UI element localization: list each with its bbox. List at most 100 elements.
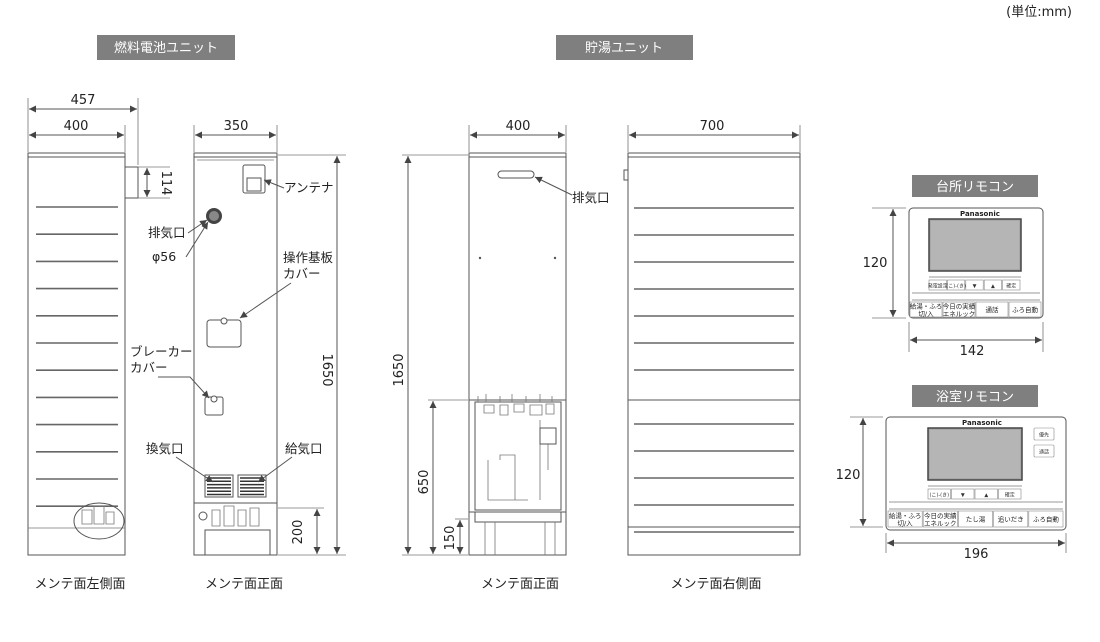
fc-height-dimension: 1650 [278, 154, 346, 556]
svg-text:1650: 1650 [392, 353, 407, 386]
fc-exhaust-height-dimension: 114 [138, 166, 173, 199]
fc-width-dimension: 350 [193, 119, 278, 152]
svg-text:200: 200 [291, 520, 306, 545]
bath-button-2: たし湯 [958, 510, 993, 528]
svg-text:120: 120 [863, 256, 888, 271]
svg-text:φ56: φ56 [152, 249, 176, 264]
kitchen-button-1-label-0: 今日の実績 [943, 301, 976, 310]
kitchen-button-3-label-0: ふろ自動 [1012, 305, 1039, 314]
hw-front-caption: メンテ面正面 [481, 577, 559, 592]
svg-text:114: 114 [158, 171, 173, 196]
fc-depth-dimension: 457 400 [27, 93, 139, 165]
hw-right-caption: メンテ面右側面 [670, 577, 761, 592]
kitchen-button-2-label-0: 通話 [986, 305, 1000, 314]
svg-text:142: 142 [960, 344, 985, 359]
intake-port-callout: 給気口 [257, 441, 323, 483]
svg-text:ブレーカー: ブレーカー [130, 344, 193, 359]
kitchen-button-3: ふろ自動 [1008, 301, 1042, 318]
svg-text:Panasonic: Panasonic [962, 419, 1002, 427]
svg-text:貯湯ユニット: 貯湯ユニット [585, 41, 663, 56]
fc-left-side-view [27, 152, 139, 556]
kitchen-small-button-2-label-0: ▼ [973, 284, 977, 290]
diameter-callout: φ56 [152, 221, 209, 264]
svg-text:カバー: カバー [130, 360, 168, 375]
fc-front-view [193, 152, 278, 556]
svg-text:400: 400 [64, 119, 89, 134]
svg-text:457: 457 [71, 93, 96, 108]
bath-button-1-label-0: 今日の実績 [924, 511, 957, 520]
bath-side-button-0: 優先 [1033, 427, 1055, 441]
bath-button-3-label-0: 追いだき [998, 515, 1024, 524]
svg-text:350: 350 [224, 119, 249, 134]
unit-note: (単位:mm) [1006, 4, 1072, 20]
svg-text:1650: 1650 [319, 353, 334, 386]
bath-button-0-label-0: 給湯・ふろ [889, 511, 922, 520]
svg-text:排気口: 排気口 [572, 190, 610, 205]
bath-width-dimension: 196 [885, 533, 1067, 562]
kitchen-width-dimension: 142 [908, 322, 1044, 359]
svg-text:台所リモコン: 台所リモコン [936, 180, 1014, 195]
bath-side-button-1-label: 通話 [1039, 449, 1049, 456]
svg-text:操作基板: 操作基板 [283, 250, 334, 265]
svg-text:150: 150 [443, 526, 458, 551]
kitchen-button-1-label-1: エネルック [943, 310, 976, 318]
svg-text:カバー: カバー [283, 266, 321, 281]
hw-right-side-view [623, 152, 801, 556]
svg-text:排気口: 排気口 [148, 225, 186, 240]
bath-button-3: 追いだき [993, 510, 1029, 528]
svg-text:燃料電池ユニット: 燃料電池ユニット [114, 40, 218, 56]
bath-button-0: 給湯・ふろ切/入 [887, 510, 923, 528]
svg-text:Panasonic: Panasonic [960, 210, 1000, 218]
hw-depth-dimension: 700 [627, 119, 801, 152]
kitchen-small-button-0-label-0: 発電設定 [928, 283, 948, 290]
bath-small-button-1: ▼ [951, 488, 975, 500]
svg-text:120: 120 [836, 468, 861, 483]
kitchen-remote-header: 台所リモコン [912, 175, 1038, 197]
fc-front-caption: メンテ面正面 [205, 577, 283, 592]
kitchen-button-2: 通話 [975, 301, 1009, 318]
bath-small-button-1-label-0: ▼ [961, 493, 965, 499]
bath-height-dimension: 120 [836, 416, 883, 528]
svg-text:浴室リモコン: 浴室リモコン [936, 389, 1014, 405]
kitchen-remote-drawing: Panasonic 発電設定(こ)-(き) ▼ ▲ 確定 給湯・ふろ切/入今日の実績エ… [908, 207, 1044, 319]
breaker-cover-callout: ブレーカー カバー [130, 344, 210, 399]
svg-text:換気口: 換気口 [146, 441, 184, 456]
kitchen-small-button-4-label-0: 確定 [1006, 283, 1016, 290]
kitchen-small-button-3: ▲ [983, 279, 1002, 291]
bath-side-button-0-label: 優先 [1039, 432, 1049, 439]
hw-base-height-dimension: 150 [443, 518, 468, 554]
antenna-callout: アンテナ [263, 179, 334, 195]
bath-small-button-3-label-0: 確定 [1005, 492, 1015, 499]
svg-text:700: 700 [700, 119, 725, 134]
bath-button-2-label-0: たし湯 [966, 515, 986, 524]
bath-small-button-0: (こ)-(き) [927, 488, 951, 500]
bath-button-4-label-0: ふろ自動 [1033, 515, 1060, 524]
bath-small-button-0-label-0: (こ)-(き) [929, 492, 949, 499]
svg-text:650: 650 [417, 470, 432, 495]
hw-width-dimension: 400 [468, 119, 567, 152]
svg-text:400: 400 [506, 119, 531, 134]
svg-text:196: 196 [964, 547, 989, 562]
bath-button-1-label-1: エネルック [924, 519, 957, 527]
bath-button-4: ふろ自動 [1028, 510, 1064, 528]
svg-text:アンテナ: アンテナ [284, 180, 334, 195]
hot-water-header: 貯湯ユニット [556, 35, 693, 60]
fc-base-height-dimension: 200 [278, 507, 324, 554]
hw-front-view [468, 152, 567, 556]
ventilation-port-callout: 換気口 [146, 441, 214, 483]
kitchen-button-0-label-1: 切/入 [918, 310, 934, 318]
kitchen-small-button-2: ▼ [965, 279, 984, 291]
svg-text:給気口: 給気口 [285, 441, 323, 456]
kitchen-small-button-0: 発電設定 [928, 279, 948, 291]
kitchen-button-0: 給湯・ふろ切/入 [909, 301, 943, 318]
control-board-cover-callout: 操作基板 カバー [239, 250, 334, 319]
hw-height-dimension: 1650 [392, 154, 468, 556]
kitchen-small-button-1-label-0: (こ)-(き) [946, 283, 966, 290]
bath-small-button-3: 確定 [998, 488, 1022, 500]
fuel-cell-header: 燃料電池ユニット [97, 35, 235, 60]
hw-lower-height-dimension: 650 [417, 399, 468, 554]
